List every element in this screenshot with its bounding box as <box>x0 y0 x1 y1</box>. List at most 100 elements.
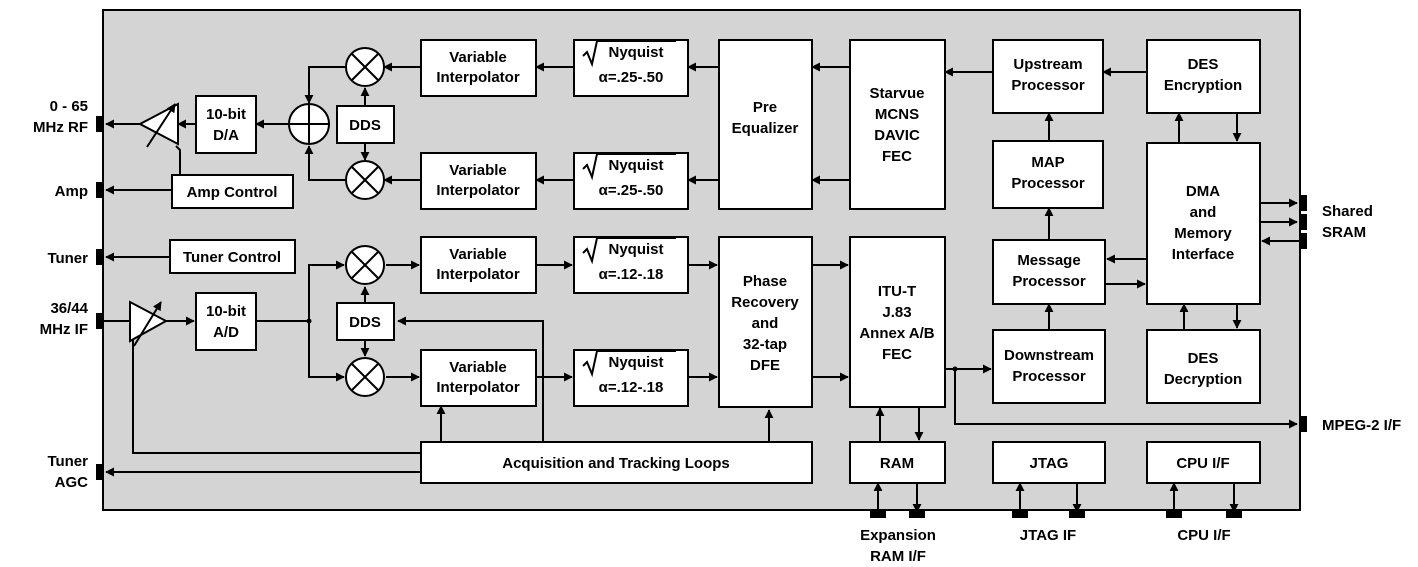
sqrt-icon <box>582 153 676 181</box>
signal-wires <box>104 62 1300 515</box>
map-processor-block: MAP Processor <box>992 140 1104 209</box>
mixer-icon <box>345 245 385 285</box>
tuner-label: Tuner <box>47 250 88 267</box>
cpu-if-pin-label: CPU I/F <box>1177 527 1230 544</box>
tuner-agc-label-2: AGC <box>55 474 89 491</box>
nyquist-1-alpha: α=.25-.50 <box>599 69 664 86</box>
dds-bottom-block: DDS <box>336 302 395 341</box>
expansion-ram-pin-1 <box>870 510 886 518</box>
expansion-ram-pin-2 <box>909 510 925 518</box>
dds-top-label: DDS <box>349 117 381 134</box>
dac-line-1: 10-bit <box>206 106 246 123</box>
var-interp-4-block: Variable Interpolator <box>420 349 537 407</box>
if-in-label-1: 36/44 <box>50 300 88 317</box>
var-interp-1-line-2: Interpolator <box>436 69 519 86</box>
itu-line-2: J.83 <box>882 304 911 321</box>
amp-label: Amp <box>55 183 88 200</box>
map-processor-line-2: Processor <box>1011 175 1085 192</box>
phase-recovery-line-3: and <box>752 315 779 332</box>
nyquist-1-label: Nyquist <box>608 44 663 61</box>
tuner-agc-pin <box>96 464 104 480</box>
acquisition-loops-label: Acquisition and Tracking Loops <box>502 455 730 472</box>
adc-line-1: 10-bit <box>206 303 246 320</box>
var-interp-3-line-2: Interpolator <box>436 266 519 283</box>
sram-pin-1 <box>1299 195 1307 211</box>
mpeg-label: MPEG-2 I/F <box>1322 417 1401 434</box>
ram-label: RAM <box>880 455 914 472</box>
var-interp-2-block: Variable Interpolator <box>420 152 537 210</box>
var-interp-1-line-1: Variable <box>449 49 507 66</box>
tuner-control-block: Tuner Control <box>169 239 296 274</box>
starvue-line-2: MCNS <box>875 106 919 123</box>
var-interp-3-block: Variable Interpolator <box>420 236 537 294</box>
des-encryption-line-2: Encryption <box>1164 77 1242 94</box>
var-interp-4-line-1: Variable <box>449 359 507 376</box>
pre-equalizer-line-2: Equalizer <box>732 120 799 137</box>
nyquist-3-alpha: α=.12-.18 <box>599 266 664 283</box>
itu-line-4: FEC <box>882 346 912 363</box>
mixer-icon <box>345 160 385 200</box>
nyquist-3-block: Nyquist α=.12-.18 <box>573 236 689 294</box>
sqrt-icon <box>582 40 676 68</box>
cpu-pin-2 <box>1226 510 1242 518</box>
acquisition-loops-block: Acquisition and Tracking Loops <box>420 441 813 484</box>
var-interp-2-line-2: Interpolator <box>436 182 519 199</box>
shared-sram-label-2: SRAM <box>1322 224 1366 241</box>
jtag-pin-1 <box>1012 510 1028 518</box>
cpu-if-block: CPU I/F <box>1146 441 1261 484</box>
itu-fec-block: ITU-T J.83 Annex A/B FEC <box>849 236 946 408</box>
nyquist-3-label: Nyquist <box>608 241 663 258</box>
expansion-ram-label-1: Expansion <box>860 527 936 544</box>
downstream-line-1: Downstream <box>1004 347 1094 364</box>
cpu-if-label: CPU I/F <box>1176 455 1229 472</box>
jtag-if-label: JTAG IF <box>1020 527 1076 544</box>
itu-line-3: Annex A/B <box>859 325 934 342</box>
message-processor-line-1: Message <box>1017 252 1080 269</box>
phase-recovery-line-1: Phase <box>743 273 787 290</box>
upstream-line-2: Processor <box>1011 77 1085 94</box>
jtag-pin-2 <box>1069 510 1085 518</box>
nyquist-2-alpha: α=.25-.50 <box>599 182 664 199</box>
variable-amplifier-icon <box>129 300 169 347</box>
dds-bottom-label: DDS <box>349 314 381 331</box>
jtag-label: JTAG <box>1030 455 1069 472</box>
var-interp-2-line-1: Variable <box>449 162 507 179</box>
mixer-icon <box>345 357 385 397</box>
ram-block: RAM <box>849 441 946 484</box>
summer-icon <box>288 103 330 145</box>
mixer-icon <box>345 47 385 87</box>
downstream-processor-block: Downstream Processor <box>992 329 1106 404</box>
dma-line-2: and <box>1190 204 1217 221</box>
starvue-fec-block: Starvue MCNS DAVIC FEC <box>849 39 946 210</box>
shared-sram-label-1: Shared <box>1322 203 1373 220</box>
dds-top-block: DDS <box>336 105 395 144</box>
des-decryption-line-2: Decryption <box>1164 371 1242 388</box>
amp-control-block: Amp Control <box>171 174 294 209</box>
upstream-line-1: Upstream <box>1013 56 1082 73</box>
cpu-pin-1 <box>1166 510 1182 518</box>
nyquist-1-block: Nyquist α=.25-.50 <box>573 39 689 97</box>
map-processor-line-1: MAP <box>1031 154 1064 171</box>
phase-recovery-block: Phase Recovery and 32-tap DFE <box>718 236 813 408</box>
nyquist-4-label: Nyquist <box>608 354 663 371</box>
phase-recovery-line-2: Recovery <box>731 294 799 311</box>
starvue-line-3: DAVIC <box>874 127 920 144</box>
rf-out-label-1: 0 - 65 <box>50 98 88 115</box>
phase-recovery-line-4: 32-tap <box>743 336 787 353</box>
sqrt-icon <box>582 237 676 265</box>
adc-line-2: A/D <box>213 324 239 341</box>
dma-line-4: Interface <box>1172 246 1235 263</box>
starvue-line-4: FEC <box>882 148 912 165</box>
tuner-agc-label-1: Tuner <box>47 453 88 470</box>
sram-pin-3 <box>1299 233 1307 249</box>
dac-block: 10-bit D/A <box>195 95 257 154</box>
sram-pin-2 <box>1299 214 1307 230</box>
itu-line-1: ITU-T <box>878 283 916 300</box>
expansion-ram-label-2: RAM I/F <box>870 548 926 565</box>
var-interp-3-line-1: Variable <box>449 246 507 263</box>
sqrt-icon <box>582 350 676 378</box>
dac-line-2: D/A <box>213 127 239 144</box>
des-encryption-block: DES Encryption <box>1146 39 1261 114</box>
amp-control-label: Amp Control <box>187 184 278 201</box>
upstream-processor-block: Upstream Processor <box>992 39 1104 114</box>
